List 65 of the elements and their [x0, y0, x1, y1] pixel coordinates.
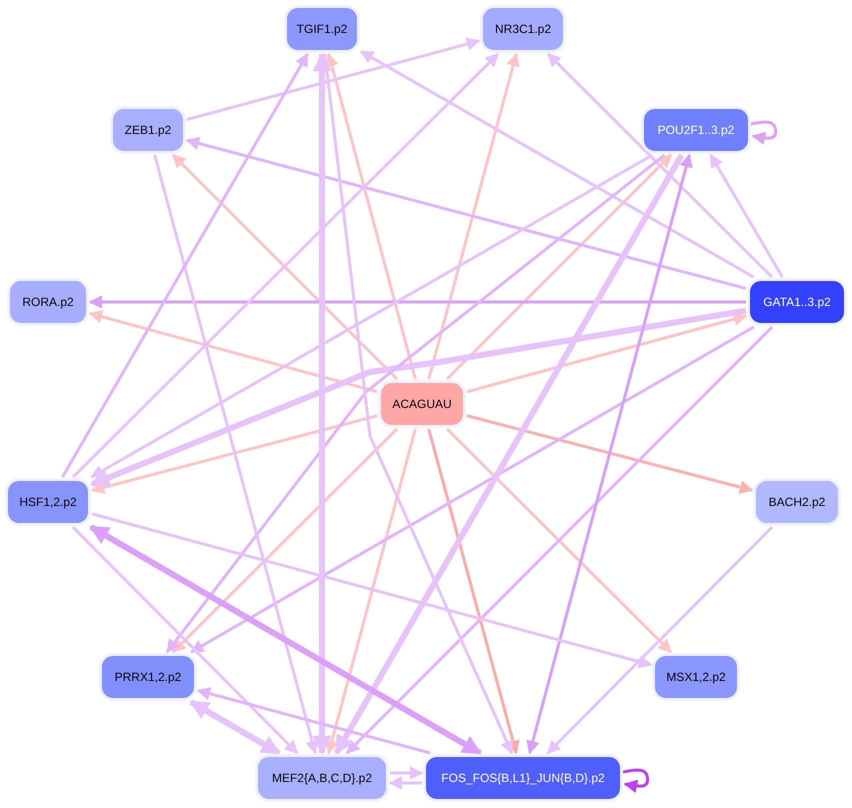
node-label: POU2F1..3.p2: [658, 123, 734, 137]
arrow: [90, 308, 746, 488]
gene-node: [256, 755, 388, 801]
arrow: [466, 312, 748, 394]
arrow: [186, 38, 480, 121]
arrow: [323, 54, 514, 754]
arrow: [72, 52, 499, 478]
arrow: [92, 512, 652, 668]
node-label: RORA.p2: [22, 295, 74, 309]
arrow: [196, 687, 431, 754]
arrow: [90, 154, 654, 478]
arrow: [750, 120, 778, 145]
arrow: [390, 766, 424, 780]
arrow: [446, 428, 672, 654]
arrow: [622, 768, 650, 793]
node-label: MSX1,2.p2: [666, 670, 726, 684]
node-label: ZEB1.p2: [124, 123, 172, 137]
arrow: [546, 526, 774, 754]
node-label: ACAGUAU: [392, 397, 452, 411]
arrow: [172, 154, 398, 380]
gene-node: [481, 6, 565, 52]
arrow: [89, 524, 482, 756]
arrow: [325, 428, 417, 754]
gene-node: [100, 654, 196, 700]
node-label: FOS_FOS{B,L1}_JUN{B,D}.p2: [441, 771, 605, 785]
arrow: [153, 154, 319, 754]
arrow: [166, 154, 666, 654]
gene-node: [8, 279, 88, 325]
node-label: GATA1..3.p2: [763, 295, 831, 309]
node-label: HSF1,2.p2: [19, 495, 77, 509]
arrow: [360, 50, 754, 278]
arrow: [466, 414, 754, 494]
gene-node: [748, 279, 846, 325]
arrow: [526, 154, 693, 754]
node-label: NR3C1.p2: [494, 22, 552, 36]
arrow: [427, 52, 520, 380]
node-label: BACH2.p2: [768, 495, 826, 509]
arrow: [334, 154, 684, 755]
arrow: [325, 52, 417, 380]
arrow: [189, 699, 281, 756]
arrow: [88, 310, 378, 394]
gene-node: [111, 107, 185, 153]
arrow: [709, 154, 784, 278]
arrow: [547, 52, 773, 278]
arrow: [346, 326, 774, 754]
gene-node: [285, 6, 359, 52]
gene-node: [6, 479, 90, 525]
arrow: [186, 136, 746, 290]
arrow: [427, 428, 520, 754]
node-label: TGIF1.p2: [296, 22, 348, 36]
gene-node: [754, 479, 840, 525]
arrow: [72, 526, 298, 754]
gene-node: [379, 381, 465, 427]
node-label: MEF2{A,B,C,D}.p2: [272, 771, 372, 785]
node-label: PRRX1,2.p2: [114, 670, 182, 684]
gene-node: [642, 107, 750, 153]
arrow: [312, 52, 332, 755]
arrow: [446, 154, 672, 380]
arrow: [90, 414, 378, 494]
arrow: [190, 326, 754, 654]
arrow: [172, 428, 398, 654]
arrow: [88, 295, 746, 309]
arrow: [388, 776, 422, 790]
gene-node: [424, 755, 622, 801]
gene-node: [653, 654, 739, 700]
